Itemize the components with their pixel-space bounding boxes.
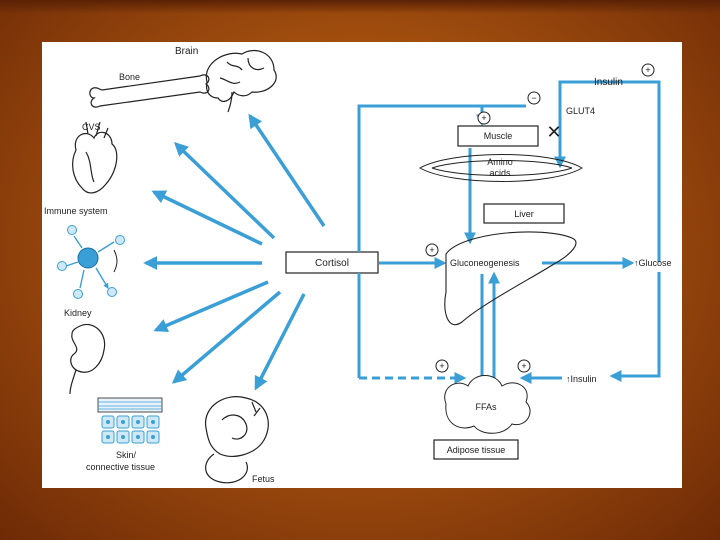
- kidney-icon: [69, 323, 106, 395]
- adipose-cloud-icon: [444, 375, 531, 434]
- svg-text:−: −: [531, 93, 536, 103]
- skin-label-line1: Skin/: [116, 450, 137, 460]
- muscle-fiber-icon: [418, 154, 583, 182]
- svg-text:+: +: [481, 113, 486, 123]
- skin-label-line2: connective tissue: [86, 462, 155, 472]
- adipose-box: [433, 439, 519, 460]
- liver-label: Liver: [514, 209, 534, 219]
- line-glucose-to-insulin: [609, 272, 661, 382]
- brain-label: Brain: [175, 46, 198, 57]
- ffas-label: FFAs: [475, 402, 497, 412]
- cortisol-label: Cortisol: [315, 258, 349, 269]
- brain-icon: [205, 49, 277, 113]
- arrow-to-fetus: [254, 293, 306, 391]
- svg-text:+: +: [439, 361, 444, 371]
- skin-tissue-icon: [97, 397, 163, 444]
- insulin-bottom-label: ↑Insulin: [566, 374, 597, 384]
- plus-sign-insulin-top: +: [641, 63, 655, 77]
- cortisol-box: [285, 251, 379, 274]
- diagram-slide: Brain Bone CVS Immune system Kidney: [42, 42, 682, 488]
- arrow-to-skin: [171, 290, 282, 384]
- svg-text:+: +: [521, 361, 526, 371]
- liver-icon: [444, 231, 577, 325]
- cortisol-effects-diagram: Brain Bone CVS Immune system Kidney: [44, 46, 672, 484]
- insulin-top-label: Insulin: [594, 77, 623, 88]
- glucose-label: ↑Glucose: [634, 258, 672, 268]
- glut4-block-icon: ✕: [546, 122, 561, 143]
- svg-text:+: +: [645, 65, 650, 75]
- kidney-label: Kidney: [64, 308, 92, 318]
- muscle-label: Muscle: [484, 131, 513, 141]
- arrow-to-cvs: [173, 142, 276, 240]
- fetus-icon: [205, 396, 269, 484]
- immune-cells-icon: [57, 225, 125, 299]
- fetus-label: Fetus: [252, 474, 275, 484]
- adipose-label: Adipose tissue: [447, 445, 506, 455]
- liver-box: [483, 203, 565, 224]
- svg-text:+: +: [429, 245, 434, 255]
- plus-sign-gluconeogenesis: +: [425, 243, 439, 257]
- top-shadow-band: [0, 0, 720, 14]
- arrow-to-kidney: [153, 280, 269, 333]
- glut4-label: GLUT4: [566, 106, 595, 116]
- arrow-to-immune: [151, 190, 263, 246]
- plus-sign-insulin-bottom: +: [517, 359, 531, 373]
- arrow-to-brain: [248, 113, 326, 227]
- line-insulin-to-glut4: [554, 80, 661, 262]
- plus-sign-muscle: +: [477, 111, 491, 125]
- muscle-box: [457, 125, 539, 147]
- plus-sign-dashed-adipose: +: [435, 359, 449, 373]
- amino-label-line1: Amino: [487, 157, 513, 167]
- heart-icon: [72, 121, 118, 194]
- amino-label-line2: acids: [489, 168, 511, 178]
- cvs-label: CVS: [82, 122, 101, 132]
- minus-sign-glut4: −: [527, 91, 541, 105]
- gluconeogenesis-label: Gluconeogenesis: [450, 258, 520, 268]
- cortisol-effect-arrows: [143, 113, 326, 391]
- immune-system-label: Immune system: [44, 206, 108, 216]
- line-cortisol-to-glut4: [357, 104, 526, 252]
- bone-label: Bone: [119, 72, 140, 82]
- bone-icon: [89, 74, 210, 108]
